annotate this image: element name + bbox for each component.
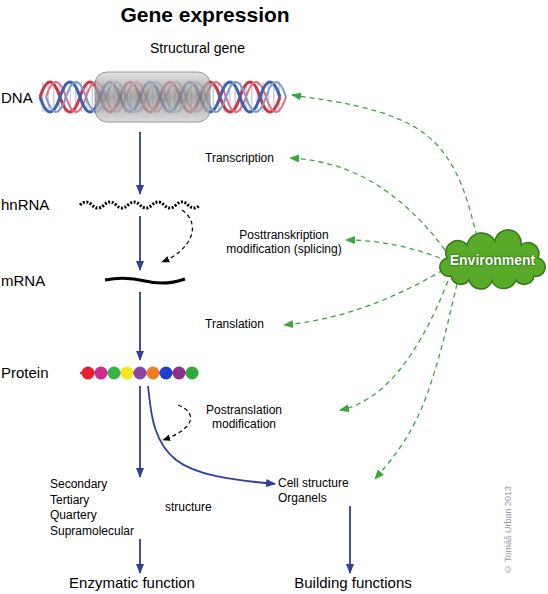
node-label: Enzymatic function [58, 574, 206, 591]
flow-arrow [148, 386, 275, 484]
cloud-node: Environment [437, 236, 548, 284]
amino-acid [147, 367, 160, 380]
influence-arrow [284, 270, 443, 325]
node-label: DNA [1, 89, 33, 106]
flow-arrow [139, 539, 141, 573]
process-label: Postranslation modification [198, 403, 290, 431]
diagram-title: Gene expression [0, 3, 410, 27]
stage-node: Building functions [284, 573, 422, 593]
flow-arrow [139, 386, 141, 477]
process-label: Translation [205, 318, 264, 332]
stage-node: Structural geneDNA [0, 38, 292, 132]
node-label: hnRNA [1, 196, 49, 213]
flow-arrow [139, 132, 141, 194]
amino-acid [173, 367, 186, 380]
influence-arrow [340, 281, 448, 410]
watermark: © Tomáš Urban 2013 [503, 486, 513, 574]
modification-arrow [162, 210, 192, 262]
amino-acid [82, 367, 95, 380]
flow-arrow [349, 506, 351, 573]
amino-acid [108, 367, 121, 380]
process-label: Transcription [205, 152, 274, 166]
amino-acid [121, 367, 134, 380]
stage-node: hnRNA [0, 194, 210, 216]
amino-acid [186, 367, 199, 380]
node-label: Cell structure Organels [278, 476, 366, 506]
process-label: Posttranskription modification (splicing… [218, 228, 350, 256]
stage-node: Cell structure Organels [275, 476, 375, 506]
gene-cylinder [95, 72, 210, 122]
stage-node: mRNA [0, 270, 190, 292]
stage-node: Enzymatic function [58, 573, 206, 593]
node-label: structure [165, 501, 212, 515]
node-label: Building functions [284, 574, 422, 591]
influence-arrow [346, 240, 440, 258]
influence-arrow [375, 284, 457, 479]
influence-arrow [292, 95, 477, 236]
node-label: mRNA [1, 272, 45, 289]
mrna-strand [105, 278, 185, 283]
cloud-outline [440, 230, 545, 289]
amino-acid [160, 367, 173, 380]
node-label: Protein [1, 364, 49, 381]
flow-arrow [139, 216, 141, 270]
amino-acid [134, 367, 147, 380]
flow-arrow [139, 292, 141, 360]
node-label: Environment [450, 252, 536, 268]
modification-arrow [163, 405, 191, 440]
stage-node: Secondary Tertiary Quartery Supramolecul… [48, 477, 213, 539]
node-label: Secondary Tertiary Quartery Supramolecul… [50, 477, 134, 539]
node-label: Structural gene [150, 40, 245, 56]
amino-acid [95, 367, 108, 380]
hnrna-strand [80, 202, 200, 208]
stage-node: Protein [0, 360, 200, 386]
